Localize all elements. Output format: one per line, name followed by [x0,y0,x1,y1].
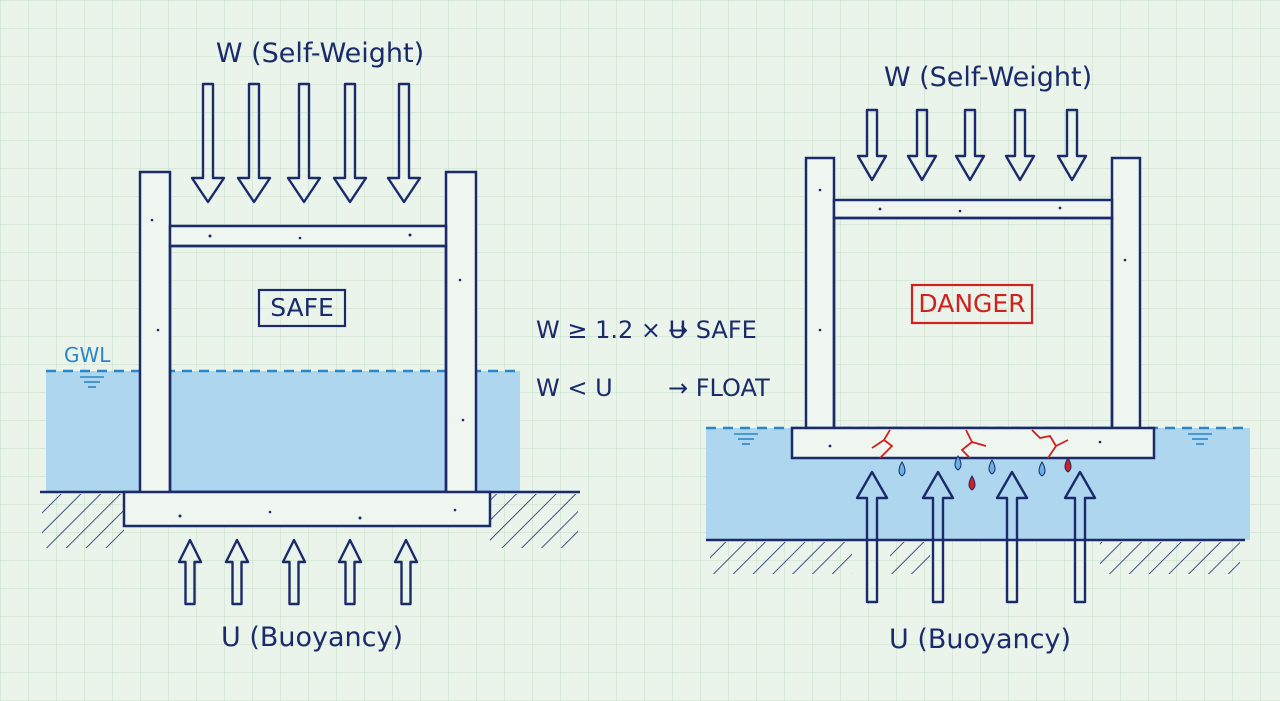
criteria: W ≥ 1.2 × U → SAFE W < U → FLOAT [536,316,770,402]
left-base-slab [122,490,492,528]
left-buoyancy-arrow-2 [224,538,250,606]
left-concrete-texture [150,218,465,520]
right-wall-left [804,156,836,430]
right-soil-hatch-right [1100,542,1240,574]
right-structure: DANGER W (Self-Weight) U (Buoyancy) [706,62,1250,655]
left-structure: SAFE GWL W (Self-Weight) U (Buoyancy) [40,38,580,653]
leak-drops [898,455,1072,491]
left-status-box [257,288,347,328]
left-weight-arrow-1 [190,82,226,204]
left-weight-arrow-3 [286,82,322,204]
right-roof-slab [832,198,1114,220]
right-load-label: W (Self-Weight) [884,62,1092,93]
left-wall-right [444,170,478,496]
force-arrows [177,82,1097,606]
left-buoyancy-label: U (Buoyancy) [221,622,403,653]
left-buoyancy-arrow-4 [337,538,363,606]
right-buoyancy-arrow-1 [855,470,889,604]
right-weight-arrow-4 [1004,108,1036,182]
left-wall-left [138,170,172,496]
right-status-box [910,283,1034,325]
left-load-label: W (Self-Weight) [216,38,424,69]
left-soil-hatch-left [42,494,124,548]
left-buoyancy-arrow-1 [177,538,203,606]
left-gwl-label: GWL [64,343,111,367]
right-weight-arrow-2 [906,108,938,182]
right-buoyancy-label: U (Buoyancy) [889,624,1071,655]
right-soil-hatch-mid [890,542,930,574]
criterion-1-result: → SAFE [668,316,757,344]
left-weight-arrow-2 [236,82,272,204]
right-buoyancy-arrow-2 [921,470,955,604]
right-buoyancy-arrow-4 [1063,470,1097,604]
base-slab-cracks [871,429,1069,459]
right-weight-arrow-1 [856,108,888,182]
criterion-1-condition: W ≥ 1.2 × U [536,316,686,344]
right-weight-arrow-5 [1056,108,1088,182]
right-status-text: DANGER [918,289,1025,318]
right-weight-arrow-3 [954,108,986,182]
right-concrete-texture [818,188,1127,448]
left-soil-hatch-right [490,494,578,548]
left-weight-arrow-4 [332,82,368,204]
right-gwl-symbol-left [734,433,758,445]
criterion-2-result: → FLOAT [668,374,770,402]
right-buoyancy-arrow-3 [995,470,1029,604]
left-status-text: SAFE [270,293,334,322]
left-buoyancy-arrow-3 [281,538,307,606]
left-weight-arrow-5 [386,82,422,204]
left-buoyancy-arrow-5 [393,538,419,606]
left-gwl-symbol [80,376,104,388]
criterion-2-condition: W < U [536,374,613,402]
right-soil-hatch-left [710,542,852,574]
right-gwl-symbol-right [1188,433,1212,445]
right-wall-right [1110,156,1142,430]
left-groundwater [46,371,520,493]
